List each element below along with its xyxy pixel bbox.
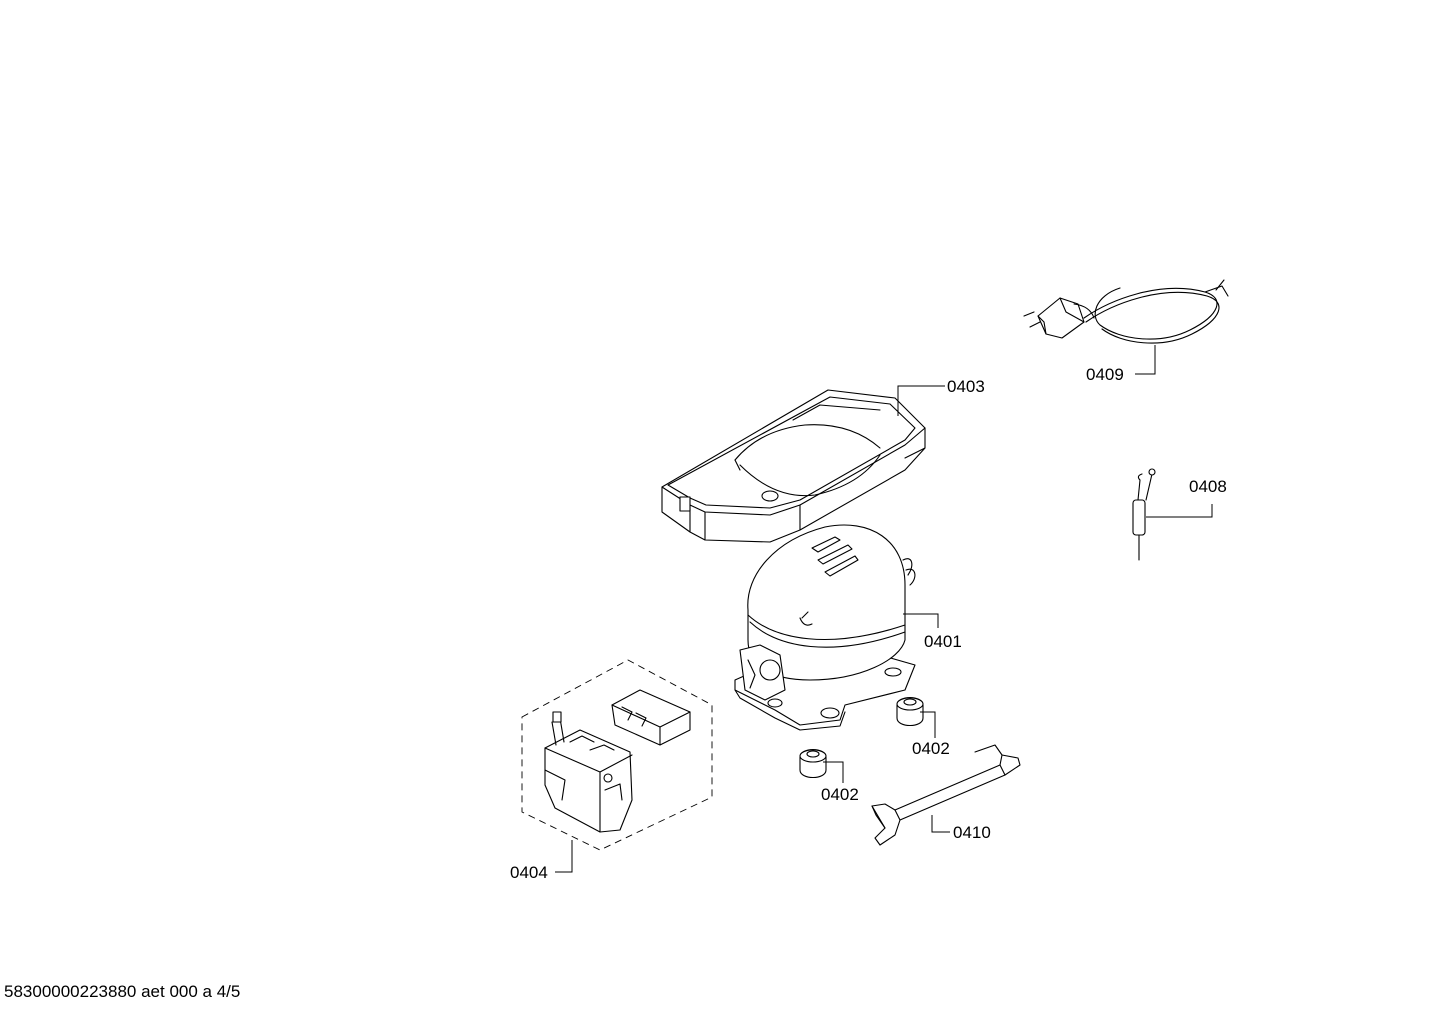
leader-0402-upper (920, 711, 936, 738)
leader-0409 (1135, 345, 1156, 375)
leader-0403 (897, 385, 945, 416)
power-cord-0409[interactable] (1023, 279, 1229, 344)
leader-0410 (931, 815, 950, 833)
leader-0404 (555, 840, 573, 873)
label-0410: 0410 (953, 823, 991, 842)
label-0409: 0409 (1086, 365, 1124, 384)
bracket-0410[interactable] (871, 744, 1021, 846)
cover-tray-0403[interactable] (661, 389, 926, 543)
leader-0402-lower (823, 761, 844, 783)
compressor-0401[interactable] (734, 524, 916, 731)
label-0404: 0404 (510, 863, 548, 882)
leader-0401 (903, 613, 939, 628)
relay-0404[interactable] (521, 659, 713, 851)
grommet-0402-upper[interactable] (896, 696, 924, 727)
document-footer-code: 58300000223880 aet 000 a 4/5 (4, 982, 241, 1001)
sensor-0408[interactable] (1132, 468, 1156, 561)
label-0408: 0408 (1189, 477, 1227, 496)
label-0402-lower: 0402 (821, 785, 859, 804)
label-0401: 0401 (924, 632, 962, 651)
label-0402-upper: 0402 (912, 739, 950, 758)
grommet-0402-lower[interactable] (799, 748, 827, 779)
label-0403: 0403 (947, 377, 985, 396)
leader-0408 (1146, 504, 1213, 518)
